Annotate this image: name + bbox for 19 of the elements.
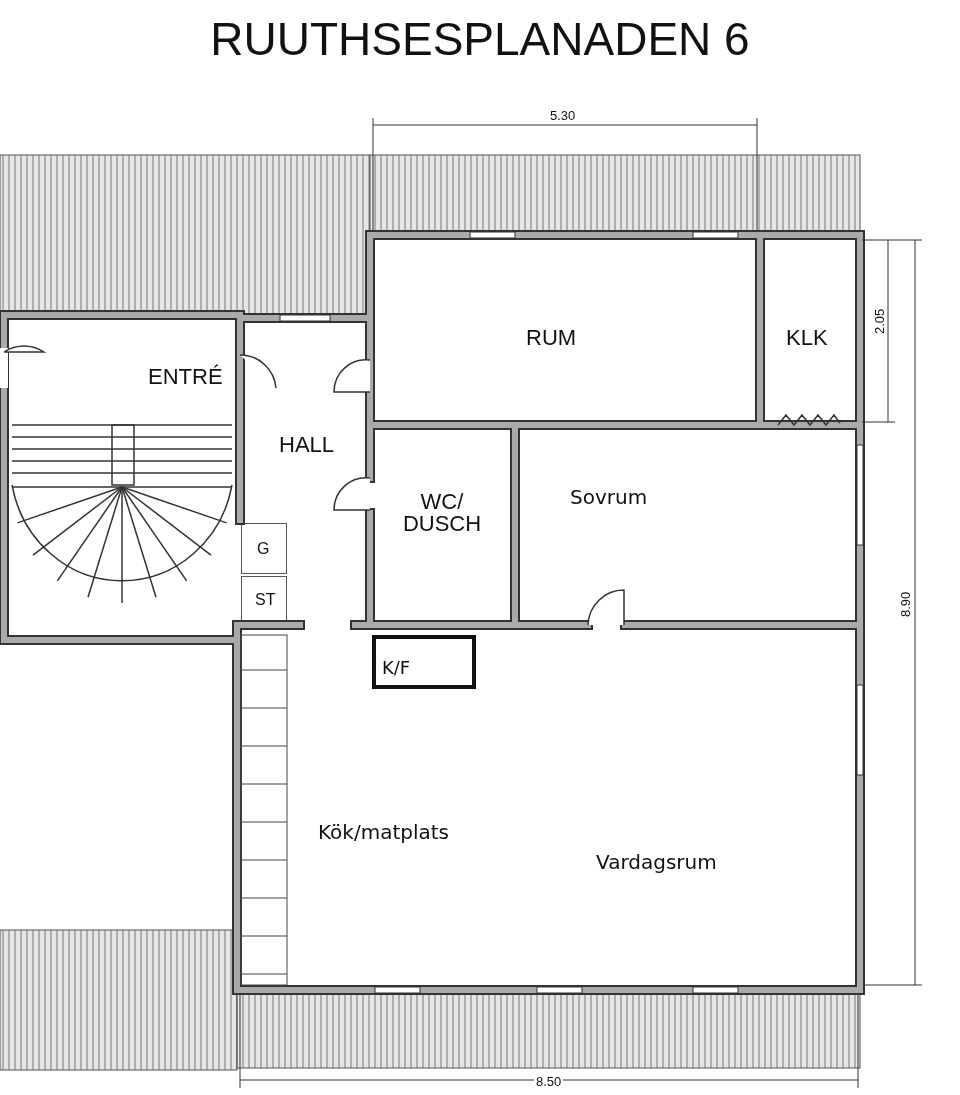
cabinet-box bbox=[241, 576, 287, 622]
room-label: ST bbox=[255, 591, 276, 609]
room-label: Sovrum bbox=[570, 485, 648, 509]
room-label: G bbox=[257, 540, 270, 558]
dimension-label: 8.50 bbox=[534, 1074, 564, 1089]
cabinet-box bbox=[241, 523, 287, 574]
room-label: RUM bbox=[526, 325, 577, 351]
room-label: Kök/matplats bbox=[318, 820, 450, 844]
room-label: HALL bbox=[279, 432, 335, 458]
dimension-label: 5.30 bbox=[548, 108, 578, 123]
dimension-label: 8.90 bbox=[898, 589, 913, 619]
room-label: Vardagsrum bbox=[596, 850, 717, 874]
room-label: KLK bbox=[786, 325, 828, 351]
dimension-label: 2.05 bbox=[872, 306, 887, 336]
room-label: K/F bbox=[382, 657, 411, 678]
room-label: ENTRÉ bbox=[148, 364, 223, 390]
room-label: WC/ DUSCH bbox=[402, 491, 482, 535]
appliance-box bbox=[372, 635, 476, 689]
plan-title: RUUTHSESPLANADEN 6 bbox=[209, 12, 751, 66]
